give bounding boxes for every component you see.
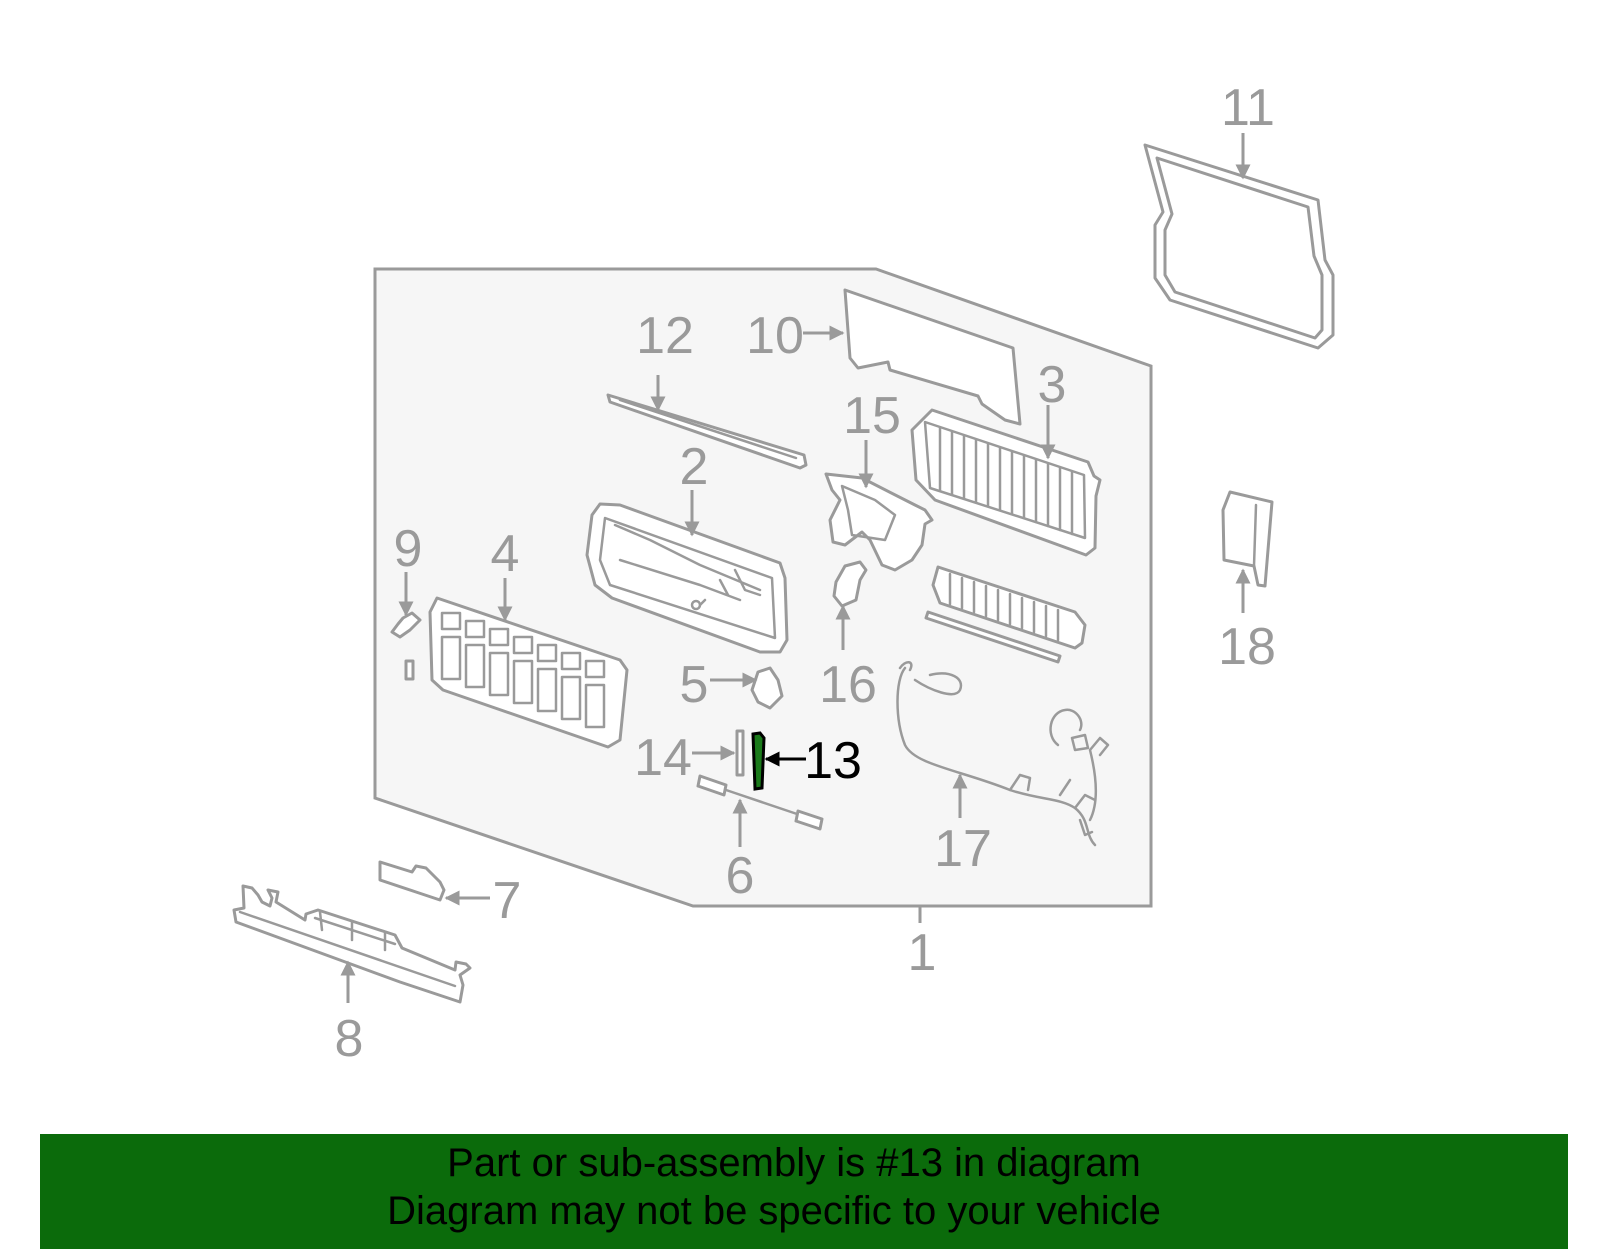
part-6-rod xyxy=(696,774,824,831)
callout-14: 14 xyxy=(634,729,692,787)
part-8-rail xyxy=(232,884,472,1004)
leader-lines xyxy=(340,133,1251,1003)
banner-line-part-number: Part or sub-assembly is #13 in diagram xyxy=(447,1141,1141,1185)
part-15-bracket xyxy=(824,472,934,572)
part-4-grille xyxy=(428,596,629,749)
part-16-latch xyxy=(832,560,868,608)
callout-17: 17 xyxy=(934,820,992,878)
callout-13: 13 xyxy=(804,732,862,790)
callout-9: 9 xyxy=(394,520,423,578)
callout-6: 6 xyxy=(726,847,755,905)
part-9-clip xyxy=(390,611,422,681)
lower-ribbed-strip xyxy=(924,565,1087,664)
info-banner: Part or sub-assembly is #13 in diagram D… xyxy=(40,1134,1568,1249)
callout-8: 8 xyxy=(335,1010,364,1068)
part-10-panel xyxy=(843,288,1022,426)
callout-2: 2 xyxy=(680,438,709,496)
part-11-seal xyxy=(1143,143,1335,350)
callout-1: 1 xyxy=(908,924,937,982)
callout-7: 7 xyxy=(493,872,522,930)
part-14-strip xyxy=(735,729,745,777)
callout-16: 16 xyxy=(819,656,877,714)
callout-3: 3 xyxy=(1038,356,1067,414)
callout-11: 11 xyxy=(1221,79,1275,137)
part-17-harness xyxy=(896,661,1110,847)
callout-18: 18 xyxy=(1218,618,1276,676)
callout-labels: 11 10 12 3 15 2 9 4 18 16 5 14 13 6 17 7… xyxy=(335,79,1276,1068)
part-18-panel xyxy=(1221,490,1274,588)
part-7-bracket xyxy=(378,860,446,902)
part-5-handle xyxy=(750,666,784,710)
callout-15: 15 xyxy=(843,387,901,445)
part-12-strip xyxy=(606,393,808,470)
part-13-highlighted[interactable] xyxy=(751,731,766,791)
part-3-ribbed-panel xyxy=(910,408,1102,557)
callout-10: 10 xyxy=(746,307,804,365)
part-2-door-panel xyxy=(585,502,789,654)
banner-line-disclaimer: Diagram may not be specific to your vehi… xyxy=(387,1189,1161,1233)
callout-5: 5 xyxy=(680,656,709,714)
callout-4: 4 xyxy=(491,525,520,583)
callout-12: 12 xyxy=(636,307,694,365)
